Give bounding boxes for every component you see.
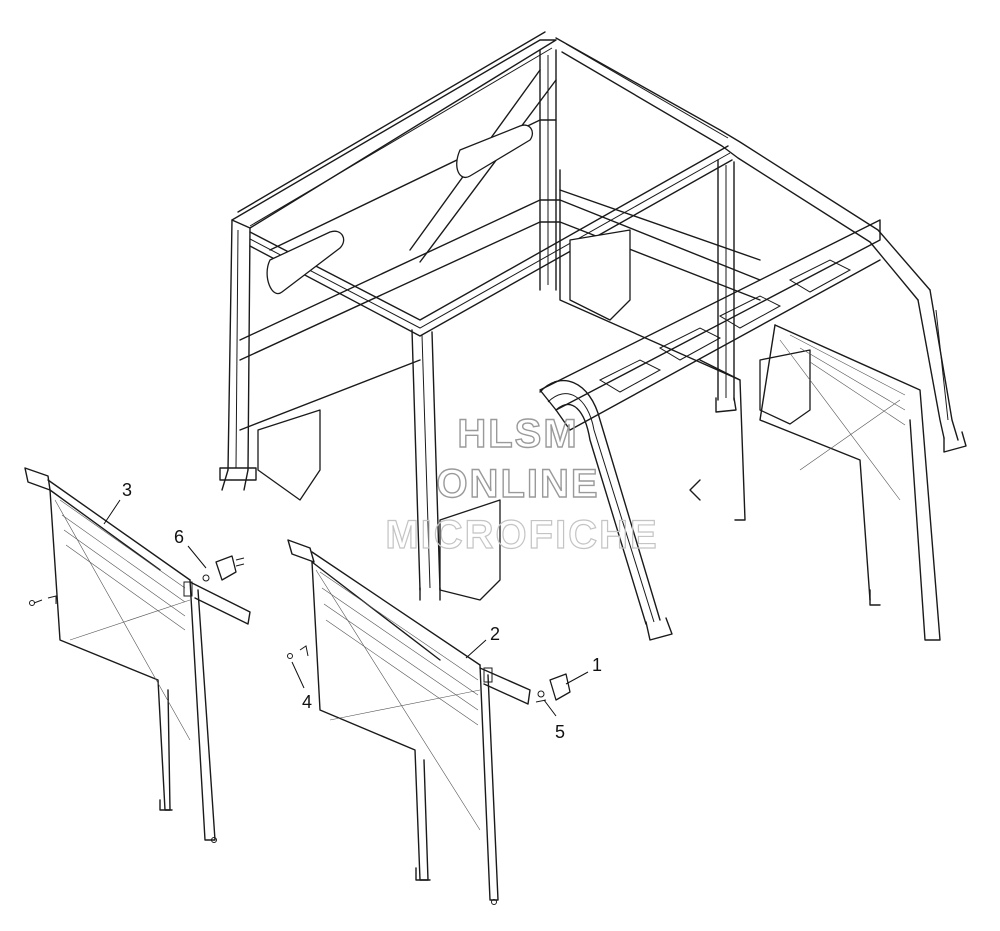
callouts: 1 2 3 4 5 6	[103, 480, 602, 742]
callout-5[interactable]: 5	[543, 699, 565, 742]
bracket-part-1	[535, 673, 571, 703]
net-panel-2	[287, 539, 531, 905]
callout-4[interactable]: 4	[291, 661, 312, 712]
callout-4-label: 4	[302, 692, 312, 712]
callout-3[interactable]: 3	[103, 480, 132, 525]
bracket-part-6	[202, 555, 245, 582]
watermark: HLSM ONLINE MICROFICHE	[385, 411, 658, 557]
watermark-line1: HLSM	[457, 412, 578, 456]
callout-6-label: 6	[174, 527, 184, 547]
callout-1[interactable]: 1	[565, 655, 602, 685]
rear-net-panel-right	[689, 324, 941, 641]
callout-1-label: 1	[592, 655, 602, 675]
net-panel-3	[24, 467, 251, 843]
callout-6[interactable]: 6	[174, 527, 207, 569]
callout-5-label: 5	[555, 722, 565, 742]
callout-2-label: 2	[490, 624, 500, 644]
watermark-line3: MICROFICHE	[385, 513, 658, 557]
callout-3-label: 3	[122, 480, 132, 500]
watermark-line2: ONLINE	[436, 462, 599, 506]
roll-cage-frame	[219, 31, 967, 641]
callout-2[interactable]: 2	[465, 624, 500, 659]
